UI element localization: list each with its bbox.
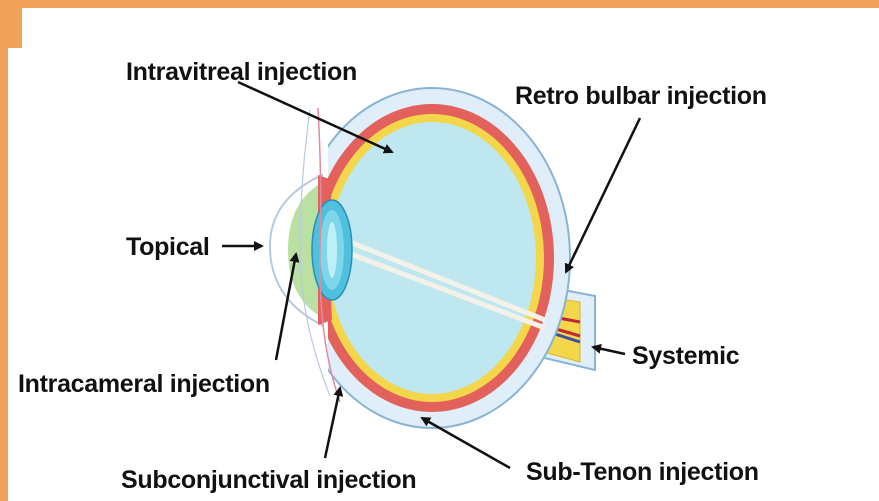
label-topical: Topical bbox=[126, 233, 210, 261]
label-systemic: Systemic bbox=[632, 342, 740, 370]
lens bbox=[312, 200, 352, 300]
arrow-subtenon bbox=[422, 418, 510, 468]
label-retrobulbar: Retro bulbar injection bbox=[515, 82, 767, 110]
label-subconjunctival: Subconjunctival injection bbox=[121, 466, 416, 494]
label-intravitreal: Intravitreal injection bbox=[126, 58, 357, 86]
arrow-retrobulbar bbox=[566, 118, 640, 272]
arrow-systemic bbox=[593, 347, 625, 354]
label-intracameral: Intracameral injection bbox=[18, 370, 270, 398]
label-subtenon: Sub-Tenon injection bbox=[526, 458, 759, 486]
